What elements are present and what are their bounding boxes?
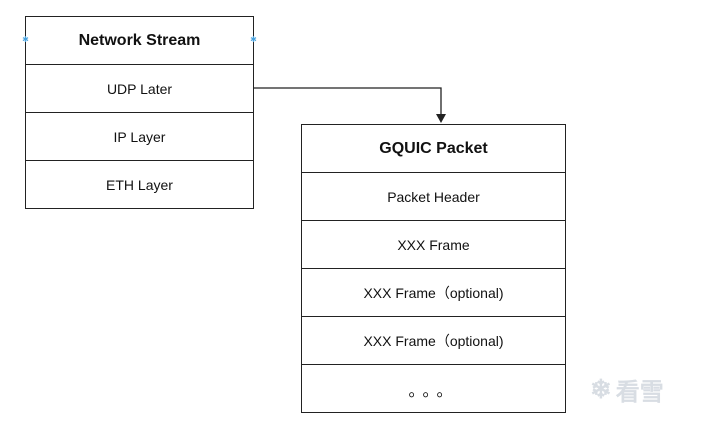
ellipsis-row: 。。。 bbox=[408, 382, 459, 400]
watermark-text: 看雪 bbox=[615, 379, 664, 406]
selection-handle-left[interactable]: ✱ bbox=[22, 35, 29, 44]
network-stream-table[interactable]: Network Stream UDP Later IP Layer ETH La… bbox=[25, 16, 254, 209]
gquic-packet-title: GQUIC Packet bbox=[302, 125, 565, 173]
xxx-frame-optional-row-2: XXX Frame（optional) bbox=[302, 317, 565, 365]
eth-layer-row: ETH Layer bbox=[106, 177, 173, 193]
arrow-head bbox=[436, 114, 446, 123]
snowflake-icon: ❄ bbox=[590, 374, 612, 404]
packet-header-row: Packet Header bbox=[302, 173, 565, 221]
xxx-frame-row: XXX Frame bbox=[302, 221, 565, 269]
gquic-packet-table[interactable]: GQUIC Packet Packet Header XXX Frame XXX… bbox=[301, 124, 566, 413]
network-stream-title: Network Stream bbox=[26, 17, 253, 65]
xxx-frame-optional-row-1: XXX Frame（optional) bbox=[302, 269, 565, 317]
udp-later-row: UDP Later bbox=[26, 65, 253, 113]
ip-layer-row: IP Layer bbox=[26, 113, 253, 161]
watermark: ❄ 看雪 bbox=[590, 372, 664, 407]
connector-line bbox=[254, 87, 442, 116]
selection-handle-right[interactable]: ✱ bbox=[250, 35, 257, 44]
